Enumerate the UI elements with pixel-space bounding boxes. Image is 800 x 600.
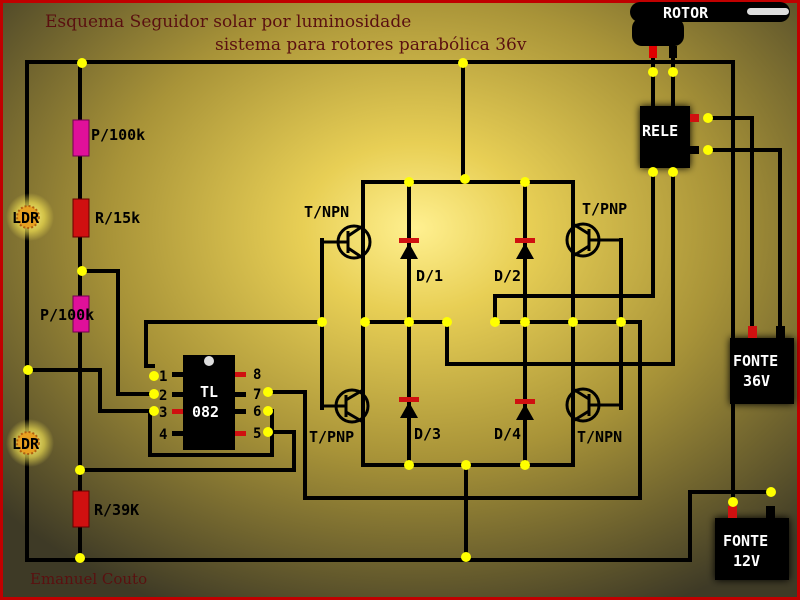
author-credit: Emanuel Couto: [30, 570, 147, 588]
ldr-bottom: [6, 419, 54, 467]
potentiometer-mid: [72, 295, 90, 333]
ldr-top-label: LDR: [12, 209, 40, 227]
ic-tl082: [172, 355, 246, 450]
ic-pin-8: 8: [253, 367, 261, 383]
d3-label: D/3: [414, 425, 441, 443]
diode-d2: [515, 238, 535, 259]
ic-pin-1: 1: [159, 369, 167, 385]
power-supply-12v: [715, 518, 789, 580]
resistor-15k: [72, 198, 90, 238]
fonte12-label-line2: 12V: [733, 552, 760, 570]
fonte36-terminal-pos: [748, 326, 757, 338]
ic-pin-6: 6: [253, 404, 261, 420]
fonte36-label-line1: FONTE: [733, 352, 778, 370]
diode-d4: [515, 399, 535, 420]
res-39k-label: R/39K: [94, 501, 139, 519]
ic-pin-3: 3: [159, 405, 167, 421]
transistor-pnp-top: [565, 222, 621, 258]
relay: [640, 106, 690, 168]
transistor-npn-bottom: [565, 387, 621, 423]
fonte12-terminal-neg: [766, 506, 775, 518]
transistor-npn-top: [322, 224, 372, 260]
d1-label: D/1: [416, 267, 443, 285]
res-15k-label: R/15k: [95, 209, 140, 227]
title-line1: Esquema Seguidor solar por luminosidade: [45, 12, 411, 32]
ldr-top: [6, 193, 54, 241]
fonte36-label-line2: 36V: [743, 372, 770, 390]
power-supply-36v: [730, 338, 794, 404]
t-npn-bottom-label: T/NPN: [577, 428, 622, 446]
diode-d1: [399, 238, 419, 259]
pot-mid-label: P/100k: [40, 306, 94, 324]
pot-top-label: P/100k: [91, 126, 145, 144]
ic-pin-5: 5: [253, 426, 261, 442]
transistor-pnp-bottom: [322, 388, 370, 424]
rotor-label: ROTOR: [663, 4, 709, 22]
rotor: [630, 2, 790, 58]
ic-label-line2: 082: [192, 403, 219, 421]
fonte36-terminal-neg: [776, 326, 785, 338]
fonte12-terminal-pos: [728, 506, 737, 518]
d4-label: D/4: [494, 425, 521, 443]
ic-pin-2: 2: [159, 388, 167, 404]
relay-label: RELE: [642, 122, 678, 140]
fonte12-label-line1: FONTE: [723, 532, 768, 550]
t-pnp-bottom-label: T/PNP: [309, 428, 354, 446]
diode-d3: [399, 397, 419, 418]
ldr-bottom-label: LDR: [12, 435, 40, 453]
t-npn-top-label: T/NPN: [304, 203, 349, 221]
ic-pin-4: 4: [159, 427, 167, 443]
junction-nodes: [23, 58, 776, 563]
title-line2: sistema para rotores parabólica 36v: [215, 35, 527, 55]
d2-label: D/2: [494, 267, 521, 285]
resistor-39k: [72, 490, 90, 528]
t-pnp-top-label: T/PNP: [582, 200, 627, 218]
relay-terminal-2: [690, 146, 699, 154]
ic-label-line1: TL: [200, 383, 218, 401]
potentiometer-top: [72, 119, 90, 157]
relay-terminal-1: [690, 114, 699, 122]
ic-pin-7: 7: [253, 387, 261, 403]
